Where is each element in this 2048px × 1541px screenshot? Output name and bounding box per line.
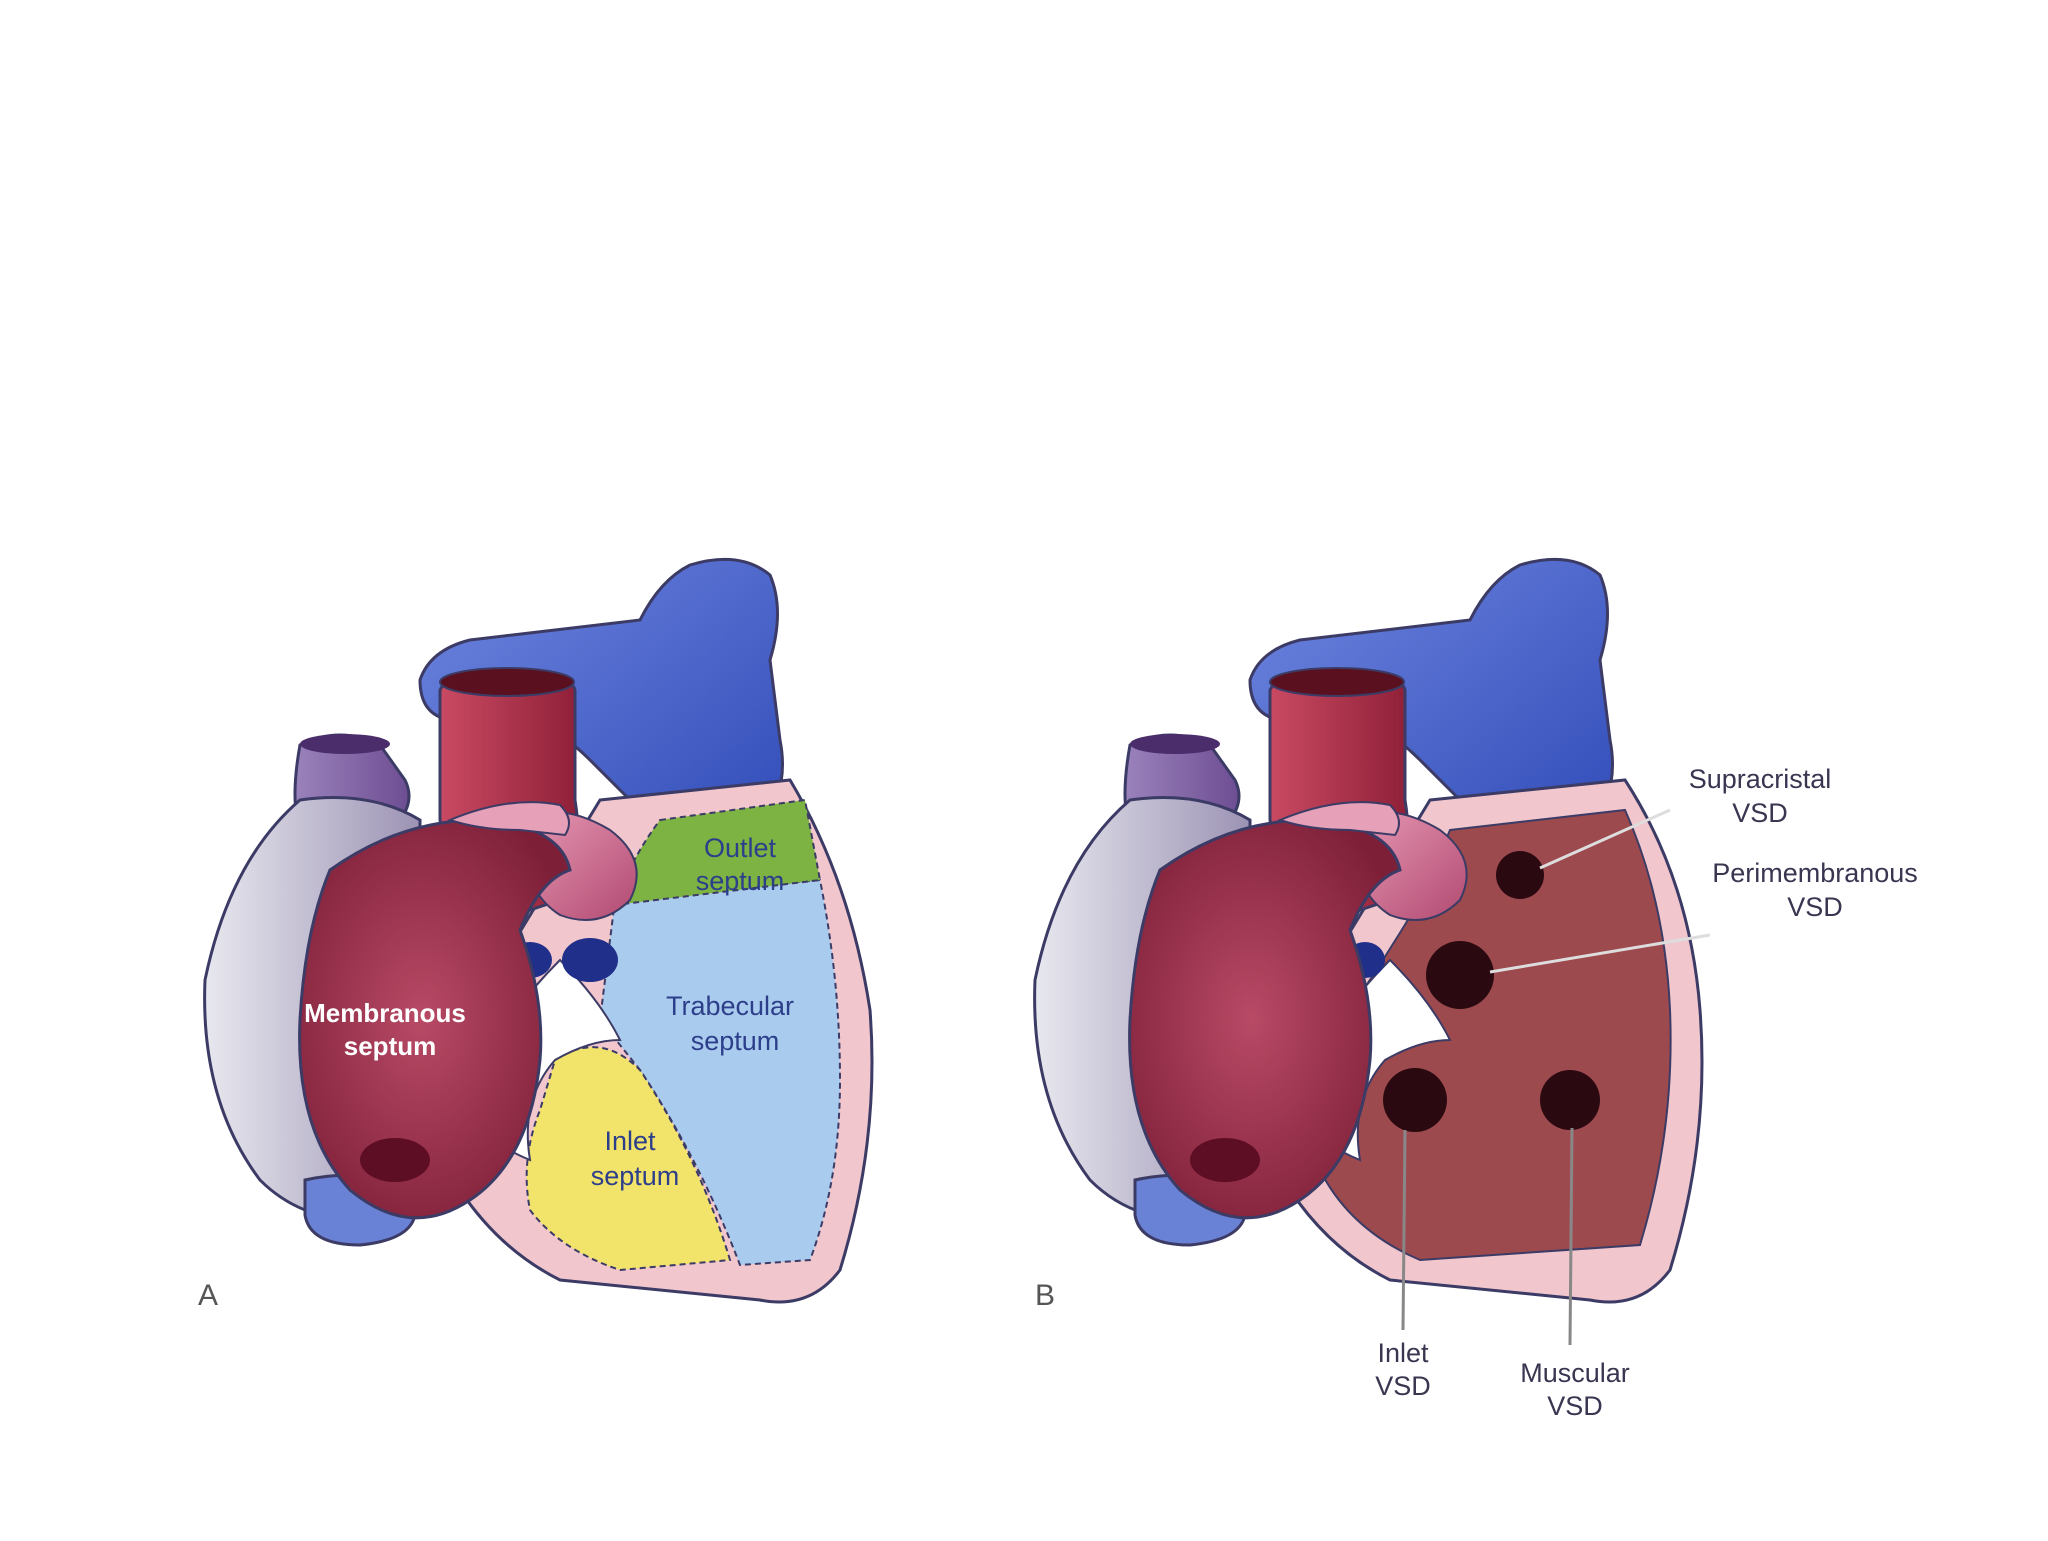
inlet-vsd-defect: [1383, 1068, 1447, 1132]
vena-cava-opening: [1130, 734, 1220, 754]
aorta-opening: [1269, 667, 1405, 697]
label-trabecular-1: Trabecular: [666, 991, 794, 1021]
label-perimembranous-1: Perimembranous: [1712, 858, 1918, 888]
label-membranous-2: septum: [344, 1031, 436, 1061]
leader-perimembranous: [1489, 933, 1711, 974]
label-muscular-vsd-1: Muscular: [1520, 1358, 1630, 1388]
label-perimembranous-2: VSD: [1787, 892, 1843, 922]
valve-leaflet: [562, 938, 618, 982]
outlet-septum: [613, 798, 822, 907]
coronary-sinus: [1190, 1138, 1260, 1182]
panel-a-letter: A: [198, 1279, 218, 1312]
leader-supracristal: [1539, 808, 1671, 870]
muscular-vsd-defect: [1540, 1070, 1600, 1130]
trabecular-septum: [598, 878, 842, 1267]
leader-inlet: [1401, 1129, 1407, 1331]
vena-cava-opening: [300, 734, 390, 754]
label-inlet-vsd-2: VSD: [1375, 1371, 1431, 1401]
label-outlet-1: Outlet: [704, 833, 777, 863]
label-inlet-1: Inlet: [604, 1126, 656, 1156]
label-muscular-vsd-2: VSD: [1547, 1391, 1603, 1421]
label-supracristal-1: Supracristal: [1689, 764, 1832, 794]
coronary-sinus: [360, 1138, 430, 1182]
aorta-opening: [439, 667, 575, 697]
inlet-septum: [525, 1046, 732, 1272]
atrial-appendage: [1277, 801, 1400, 837]
label-membranous-1: Membranous: [304, 998, 466, 1028]
label-supracristal-2: VSD: [1732, 798, 1788, 828]
panel-b-letter: B: [1035, 1279, 1055, 1312]
label-outlet-2: septum: [696, 866, 785, 896]
atrial-appendage: [447, 801, 570, 837]
label-trabecular-2: septum: [691, 1026, 780, 1056]
label-inlet-2: septum: [591, 1161, 680, 1191]
panel-a: Membranous septum Outlet septum Trabecul…: [198, 557, 874, 1312]
panel-b: Supracristal VSD Perimembranous VSD Inle…: [1033, 557, 1918, 1421]
perimembranous-vsd-defect: [1426, 941, 1494, 1009]
supracristal-vsd-defect: [1496, 851, 1544, 899]
leader-muscular: [1568, 1127, 1574, 1346]
label-inlet-vsd-1: Inlet: [1377, 1338, 1429, 1368]
